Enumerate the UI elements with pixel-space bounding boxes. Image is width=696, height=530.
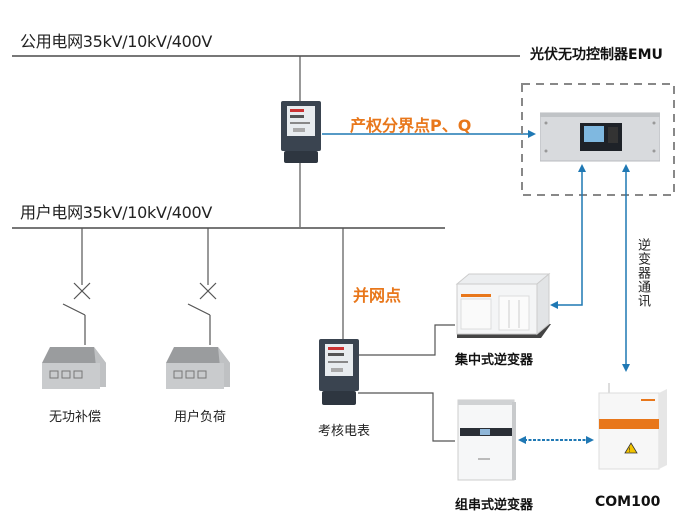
emu-to-central-arrow	[550, 164, 586, 309]
string-inverter-label: 组串式逆变器	[455, 498, 534, 513]
container-inverter-icon	[455, 272, 551, 338]
com100-label: COM100	[595, 494, 661, 510]
load-building-icon	[42, 347, 106, 389]
communication-box-icon: !	[598, 383, 667, 470]
grid-connection-label: 并网点	[353, 286, 402, 305]
rack-controller-icon	[540, 112, 660, 162]
breaker-x-load	[199, 282, 217, 300]
svg-text:!: !	[628, 447, 630, 454]
wire-string-inverter	[358, 392, 455, 442]
user-grid-label: 用户电网35kV/10kV/400V	[20, 203, 213, 222]
public-grid-label: 公用电网35kV/10kV/400V	[20, 32, 213, 51]
string-inverter-icon	[457, 399, 516, 481]
check-meter-label: 考核电表	[318, 424, 371, 439]
load-building-icon	[166, 347, 230, 389]
emu-title: 光伏无功控制器EMU	[530, 47, 663, 63]
emu-dashed-border	[521, 83, 675, 196]
wire-central-inverter	[358, 324, 455, 356]
electric-meter-icon	[281, 101, 321, 163]
switch-load	[187, 303, 211, 345]
reactive-comp-label: 无功补偿	[49, 410, 102, 425]
central-inverter-label: 集中式逆变器	[455, 353, 534, 368]
user-load-label: 用户负荷	[174, 410, 227, 425]
inverter-comm-label: 逆变器通讯	[635, 238, 650, 308]
electric-meter-icon	[319, 339, 359, 405]
boundary-point-label: 产权分界点P、Q	[350, 116, 472, 135]
breaker-x-reactive	[73, 282, 91, 300]
switch-reactive	[62, 303, 86, 345]
